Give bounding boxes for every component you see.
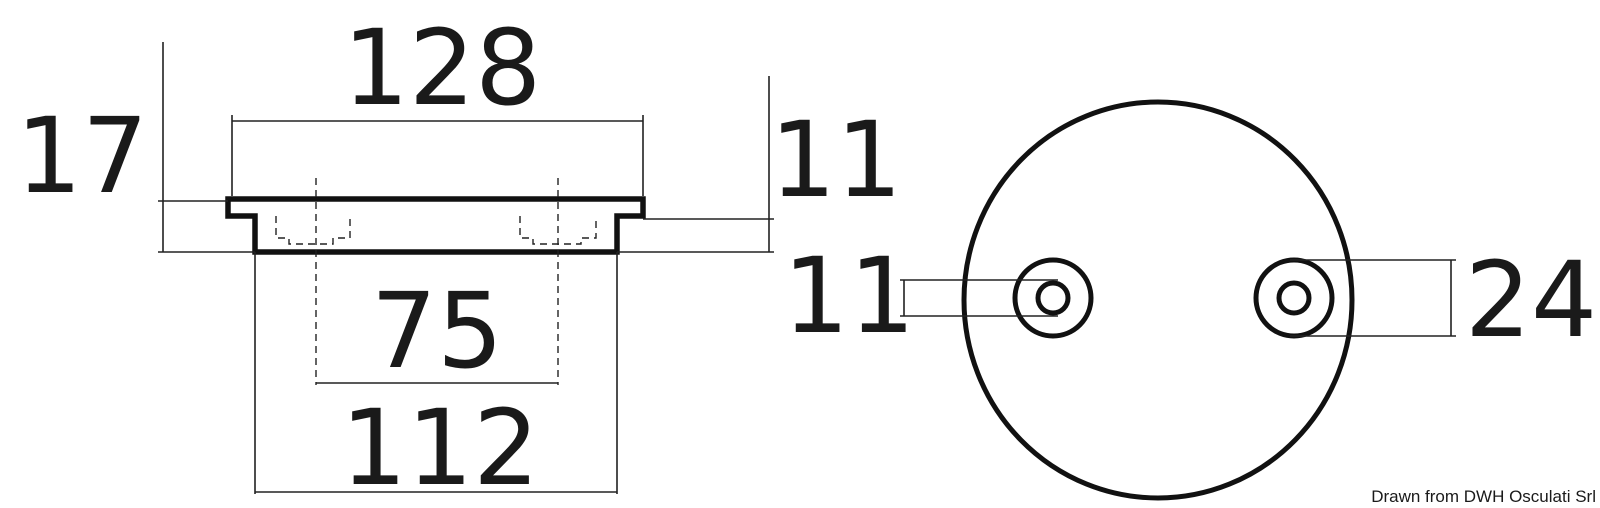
top-view: 11 24 (783, 99, 1597, 501)
right-hole-inner-ring (1276, 280, 1312, 316)
dim-24-label: 24 (1465, 239, 1597, 361)
dim-112-label: 112 (341, 387, 540, 508)
dim-17-label: 17 (16, 95, 148, 217)
dim-128-label: 128 (343, 7, 542, 129)
side-view: 128 17 11 75 112 (16, 7, 902, 508)
right-bolt-recess (519, 216, 597, 245)
left-hole-inner-ring (1035, 280, 1071, 316)
dim-11-height-label: 11 (770, 99, 902, 221)
left-bolt-recess (275, 216, 351, 245)
anode-disc (961, 99, 1355, 501)
right-hole-outer-ring (1253, 257, 1335, 339)
drawing-credit: Drawn from DWH Osculati Srl (1371, 487, 1596, 506)
dim-75-label: 75 (371, 270, 503, 392)
left-hole-outer-ring (1012, 257, 1094, 339)
dim-11-hole-label: 11 (783, 235, 915, 357)
